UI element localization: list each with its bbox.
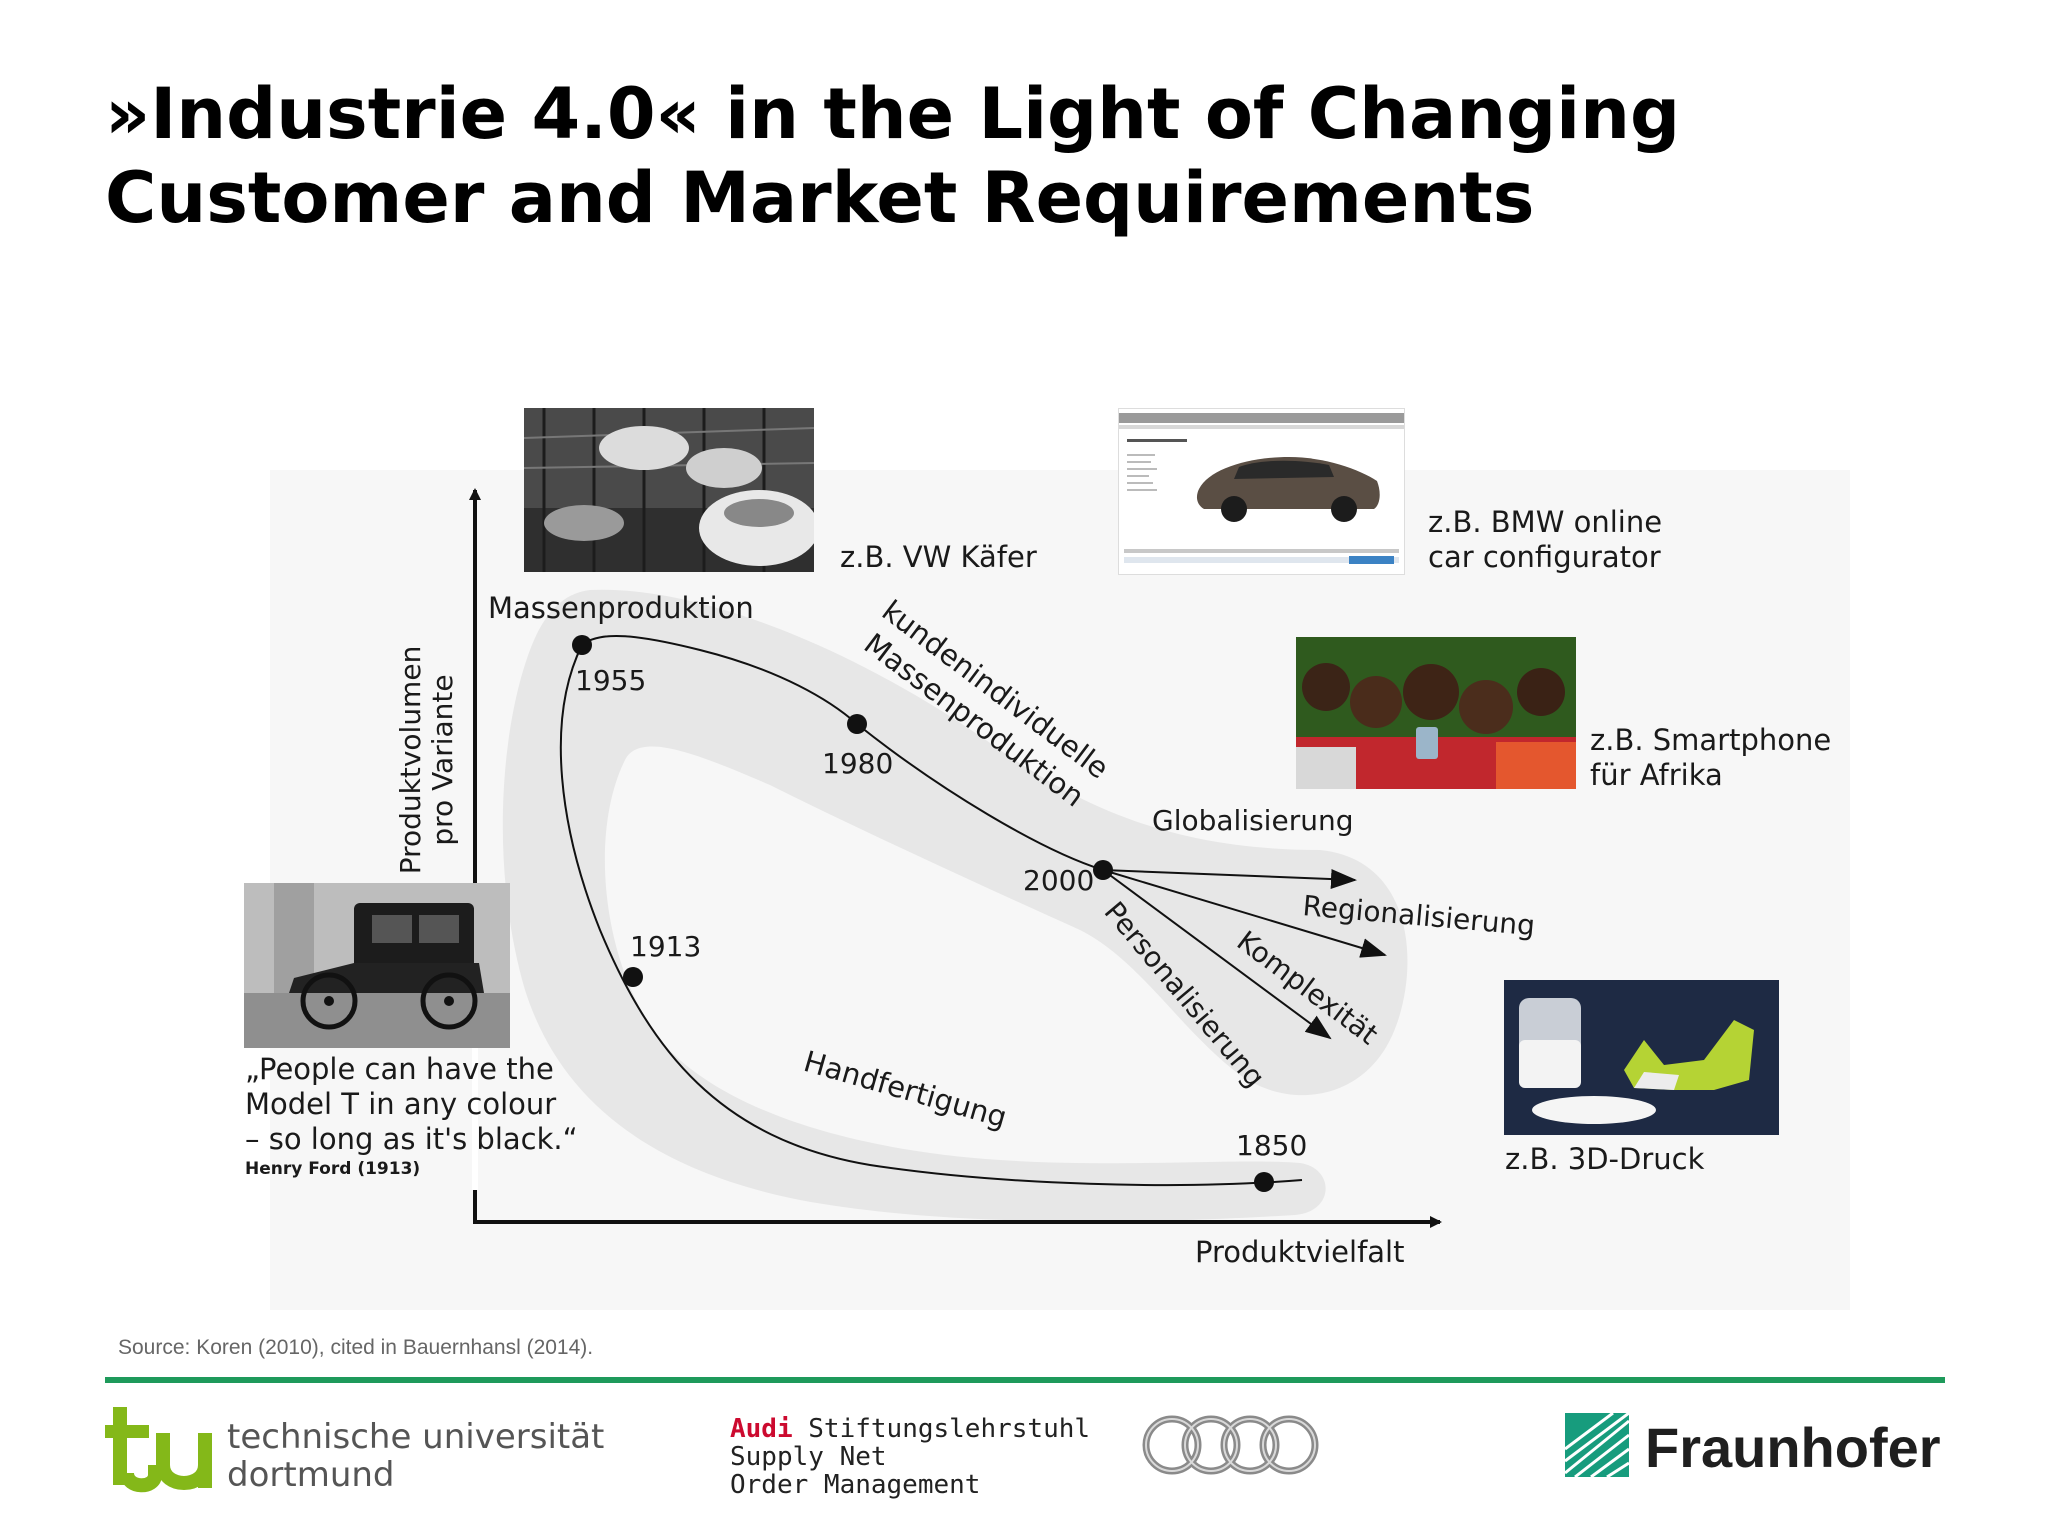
audi-chair-name: Audi Stiftungslehrstuhl Supply Net Order… xyxy=(730,1415,1090,1499)
ford-model-t-photo xyxy=(244,883,510,1048)
example-bmw-caption: z.B. BMW online car configurator xyxy=(1428,505,1662,575)
example-bmw-line1: z.B. BMW online xyxy=(1428,505,1663,539)
y-axis-label-line2: pro Variante xyxy=(426,674,459,845)
bmw-configurator-illustration xyxy=(1119,409,1404,574)
x-axis xyxy=(473,1190,1442,1228)
example-bmw-line2: car configurator xyxy=(1428,540,1661,574)
quote-author: Henry Ford (1913) xyxy=(245,1159,421,1179)
tu-dortmund-name: technische universität dortmund xyxy=(227,1418,604,1494)
trend-globalisierung: Globalisierung xyxy=(1152,804,1353,837)
henry-ford-quote: „People can have the Model T in any colo… xyxy=(245,1052,578,1181)
point-1913 xyxy=(623,967,643,987)
year-1955: 1955 xyxy=(575,664,646,697)
smartphone-africa-illustration xyxy=(1296,637,1576,789)
slide-title: »Industrie 4.0« in the Light of Changing… xyxy=(105,73,1681,239)
footer-divider xyxy=(105,1377,1945,1383)
point-2000 xyxy=(1093,860,1113,880)
3d-printing-illustration xyxy=(1504,980,1779,1135)
stage-craft-production: Handfertigung xyxy=(800,1044,1011,1134)
year-1850: 1850 xyxy=(1236,1129,1307,1162)
point-1980 xyxy=(847,714,867,734)
audi-rings-logo xyxy=(1142,1415,1319,1475)
arrow-regionalisierung xyxy=(1102,869,1387,958)
fraunhofer-logo-mark xyxy=(1565,1413,1629,1477)
example-smartphone-line2: für Afrika xyxy=(1590,758,1723,792)
point-1850 xyxy=(1254,1172,1274,1192)
quote-line2: Model T in any colour xyxy=(245,1087,557,1121)
quote-line1: „People can have the xyxy=(245,1052,554,1086)
lifecycle-band-shape xyxy=(502,589,1408,1222)
fraunhofer-wordmark: Fraunhofer xyxy=(1645,1416,1941,1479)
bmw-configurator-screenshot xyxy=(1118,408,1405,575)
stage-mass-production: Massenproduktion xyxy=(488,591,754,625)
arrow-globalisierung xyxy=(1102,869,1357,890)
vw-factory-illustration xyxy=(524,408,814,572)
quote-line3: – so long as it's black.“ xyxy=(245,1122,578,1156)
audi-chair-line2: Supply Net xyxy=(730,1442,887,1472)
smartphone-africa-photo xyxy=(1296,637,1576,789)
x-axis-label: Produktvielfalt xyxy=(1195,1235,1405,1269)
tu-name-line2: dortmund xyxy=(227,1455,395,1495)
audi-chair-line3: Order Management xyxy=(730,1470,981,1500)
example-vw-caption: z.B. VW Käfer xyxy=(840,540,1037,574)
tu-dortmund-logo xyxy=(105,1407,212,1493)
audi-chair-line1: Stiftungslehrstuhl xyxy=(792,1414,1091,1444)
ford-model-t-illustration xyxy=(244,883,510,1048)
y-axis-label-line1: Produktvolumen xyxy=(394,646,427,875)
tu-name-line1: technische universität xyxy=(227,1417,605,1457)
year-2000: 2000 xyxy=(1023,864,1094,897)
vw-factory-photo xyxy=(524,408,814,572)
3d-printing-photo xyxy=(1504,980,1779,1135)
point-1955 xyxy=(572,635,592,655)
example-smartphone-caption: z.B. Smartphone für Afrika xyxy=(1590,723,1831,793)
audi-brand-text: Audi xyxy=(730,1414,793,1444)
source-citation: Source: Koren (2010), cited in Bauernhan… xyxy=(118,1336,594,1359)
example-3d-print-caption: z.B. 3D-Druck xyxy=(1505,1142,1705,1176)
year-1913: 1913 xyxy=(630,930,701,963)
year-1980: 1980 xyxy=(822,747,893,780)
arrow-komplexitaet xyxy=(1102,869,1332,1040)
example-smartphone-line1: z.B. Smartphone xyxy=(1590,723,1832,757)
